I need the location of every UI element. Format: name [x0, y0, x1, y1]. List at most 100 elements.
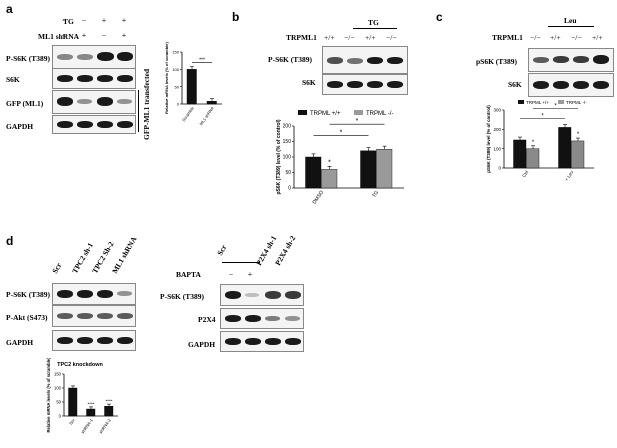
- sig-marker: *: [340, 130, 343, 137]
- panel-c-row-s6k: S6K: [508, 80, 522, 89]
- panel-a-row-ps6k: P-S6K (T389): [6, 54, 50, 63]
- panel-d-right-row-ps6k: P-S6K (T389): [160, 292, 204, 301]
- panel-d-bapta-minus: −: [228, 270, 234, 279]
- bar: [360, 150, 377, 189]
- panel-b-letter: b: [232, 10, 240, 24]
- bar: [186, 69, 197, 105]
- y-tick-label: 100: [54, 386, 62, 391]
- bar: [104, 406, 114, 417]
- x-tick-label: Scr: [68, 417, 76, 426]
- panel-b-blot-s6k: [322, 74, 408, 95]
- y-tick-label: 50: [175, 84, 180, 89]
- sig-marker: ****: [105, 399, 112, 404]
- legend-label: TRPML -/-: [366, 111, 393, 117]
- y-axis-label: Relative mRNA levels (% of scramble): [164, 42, 169, 114]
- panel-c-row-ps6k: pS6K (T389): [476, 57, 518, 66]
- panel-d-blot-pakt: [52, 305, 136, 327]
- panel-d-blot-gapdh: [52, 330, 136, 351]
- x-tick-label: Ctrl: [521, 170, 529, 179]
- x-tick-label: Scramble: [181, 105, 195, 122]
- panel-a-sign: +: [121, 31, 127, 40]
- panel-a-letter: a: [6, 2, 13, 16]
- panel-d-blot-ps6k: [52, 283, 136, 305]
- panel-c-group-leu: Leu: [564, 16, 577, 25]
- bar: [526, 148, 540, 169]
- panel-d-row-ps6k: P-S6K (T389): [6, 290, 50, 299]
- panel-a-cond-ml1shrna: ML1 shRNA: [38, 32, 80, 41]
- y-tick-label: 0: [59, 414, 62, 419]
- legend-swatch: [354, 110, 363, 115]
- panel-a-blot-gfp: [52, 90, 136, 114]
- panel-d-row-pakt: P-Akt (S473): [6, 313, 48, 322]
- bar: [321, 169, 338, 189]
- panel-d-right-row-gapdh: GAPDH: [188, 340, 216, 349]
- panel-a-sign: −: [61, 31, 67, 40]
- bar: [513, 139, 527, 169]
- panel-c-genotype: +/+: [550, 33, 561, 42]
- panel-a-blot-gapdh: [52, 115, 136, 134]
- panel-a-cond-tg: TG: [63, 17, 74, 26]
- panel-d-scr-line: [222, 262, 260, 263]
- x-tick-label: shRNA-2: [98, 417, 112, 434]
- panel-b-genotype: −/−: [386, 33, 397, 42]
- panel-c-genotype: −/−: [571, 33, 582, 42]
- x-tick-label: ML1 shRNA: [198, 105, 215, 126]
- panel-a-sign: −: [81, 16, 87, 25]
- panel-a-sign: −: [61, 16, 67, 25]
- panel-d-lane-left: ML1 shRNA: [110, 234, 139, 275]
- y-tick-label: 150: [54, 372, 62, 377]
- sig-marker: *: [356, 118, 359, 125]
- panel-a-sign: +: [81, 31, 87, 40]
- y-tick-label: 150: [283, 139, 292, 145]
- bar: [376, 149, 393, 189]
- panel-b-genotype-label: TRPML1: [286, 33, 317, 42]
- bar: [206, 101, 217, 105]
- x-tick-label: + Leu: [564, 169, 575, 182]
- panel-c-genotype: +/+: [592, 33, 603, 42]
- y-tick-label: 100: [493, 146, 501, 151]
- y-tick-label: 50: [56, 400, 61, 405]
- panel-a-bracket: [138, 90, 139, 132]
- panel-a-row-gapdh: GAPDH: [6, 122, 34, 131]
- panel-d-right-blot-gapdh: [220, 331, 304, 352]
- y-axis-label: Relative mRNA levels (% of scramble): [46, 358, 51, 433]
- sig-marker: *: [577, 132, 580, 138]
- y-tick-label: 100: [283, 155, 292, 161]
- panel-c-genotype-label: TRPML1: [492, 33, 523, 42]
- y-tick-label: 300: [493, 108, 501, 113]
- panel-c-group-line: [548, 26, 594, 27]
- panel-d-lane-left: Scr: [50, 261, 64, 275]
- panel-a-sign: −: [101, 31, 107, 40]
- panel-a-blot-s6k: [52, 68, 136, 89]
- y-tick-label: 0: [288, 186, 291, 192]
- panel-a-blot-ps6k: [52, 45, 136, 69]
- x-tick-label: DMSO: [312, 190, 326, 206]
- panel-d-right-blot-ps6k: [220, 284, 304, 306]
- legend-swatch: [518, 100, 524, 104]
- panel-c-blot-s6k: [528, 73, 614, 97]
- bar: [68, 387, 78, 417]
- legend-label: TRPML -/-: [566, 100, 587, 105]
- y-tick-label: 150: [172, 50, 179, 55]
- sig-marker: ****: [87, 401, 94, 406]
- legend-label: TRPML +/+: [526, 100, 549, 105]
- y-tick-label: 0: [177, 102, 180, 107]
- y-tick-label: 200: [493, 127, 501, 132]
- panel-a-side-label: GFP-ML1 transfected: [142, 68, 151, 140]
- panel-b-genotype: +/+: [324, 33, 335, 42]
- bar: [558, 127, 572, 169]
- panel-d-right-row-p2x4: P2X4: [198, 315, 216, 324]
- bar: [305, 156, 322, 189]
- panel-a-row-gfp: GFP (ML1): [6, 99, 44, 108]
- legend-swatch: [558, 100, 564, 104]
- y-axis-label: pS6K (T389) level (% of control): [276, 119, 282, 194]
- sig-marker: *: [532, 140, 535, 146]
- bar: [571, 140, 585, 169]
- panel-a-row-s6k: S6K: [6, 75, 20, 84]
- panel-b-blot-ps6k: [322, 46, 408, 74]
- panel-b-group-line: [353, 28, 397, 29]
- bar: [86, 408, 96, 417]
